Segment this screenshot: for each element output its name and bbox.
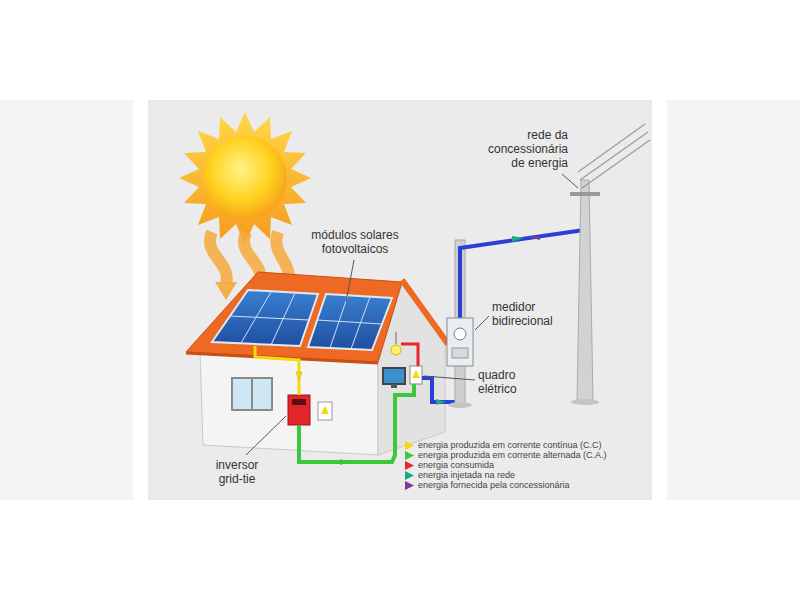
flow-marker bbox=[528, 236, 540, 240]
window-frame bbox=[251, 378, 253, 410]
legend-triangle bbox=[405, 451, 414, 460]
legend-row: energia injetada na rede bbox=[405, 470, 515, 480]
flow-marker bbox=[340, 459, 350, 465]
legend-text: energia injetada na rede bbox=[418, 470, 515, 480]
roof-trim bbox=[402, 280, 448, 344]
legend-row: energia consumida bbox=[405, 460, 494, 470]
callout-label: módulos solares fotovoltaicos bbox=[300, 228, 410, 256]
legend-swatch bbox=[405, 461, 414, 470]
inverter bbox=[288, 395, 310, 425]
monitor-stand bbox=[391, 384, 397, 388]
side-strip bbox=[0, 100, 133, 500]
window bbox=[232, 378, 272, 410]
meter-dial bbox=[454, 328, 466, 340]
panel-ground bbox=[148, 100, 652, 500]
callout-label: rede da concessionária de energia bbox=[478, 128, 568, 170]
legend-row: energia produzida em corrente alternada … bbox=[405, 450, 607, 460]
leader-lines bbox=[246, 174, 578, 455]
legend-swatch bbox=[405, 451, 414, 460]
inverter-display bbox=[292, 399, 306, 405]
legend-swatch bbox=[405, 441, 414, 450]
lamp-cord bbox=[396, 332, 397, 344]
warning-sign bbox=[321, 406, 329, 414]
side-strip bbox=[667, 100, 800, 500]
electrical-panel bbox=[410, 366, 422, 384]
callout-label: medidor bidirecional bbox=[492, 300, 574, 328]
roof bbox=[186, 272, 402, 362]
flow-marker bbox=[296, 372, 302, 380]
legend-text: energia produzida em corrente contínua (… bbox=[418, 440, 602, 450]
legend-triangle bbox=[405, 481, 414, 490]
panel-grid bbox=[230, 292, 382, 349]
meter-box bbox=[447, 318, 473, 366]
legend-row: energia fornecida pela concessionária bbox=[405, 480, 570, 490]
legend-swatch bbox=[405, 481, 414, 490]
pole-crossbar bbox=[570, 192, 600, 196]
monitor bbox=[383, 368, 405, 384]
grid-wire bbox=[422, 366, 460, 402]
lamp bbox=[391, 345, 401, 355]
legend-triangle bbox=[405, 461, 414, 470]
legend-swatch bbox=[405, 471, 414, 480]
legend-triangle bbox=[405, 441, 414, 450]
meter-panel bbox=[452, 348, 468, 358]
dc-wire bbox=[255, 346, 299, 395]
callout-label: quadro elétrico bbox=[478, 368, 540, 396]
flow-marker bbox=[512, 236, 524, 242]
sun bbox=[203, 136, 287, 220]
warning-sign bbox=[412, 370, 420, 378]
legend-text: energia fornecida pela concessionária bbox=[418, 480, 570, 490]
power-lines bbox=[578, 124, 650, 188]
pole-base bbox=[448, 402, 472, 408]
solar-panel bbox=[308, 294, 392, 350]
legend-row: energia produzida em corrente contínua (… bbox=[405, 440, 602, 450]
sun-rays bbox=[179, 112, 311, 244]
callout-label: inversor grid-tie bbox=[205, 458, 269, 486]
legend-text: energia produzida em corrente alternada … bbox=[418, 450, 607, 460]
utility-pole bbox=[577, 180, 593, 402]
pole-base bbox=[571, 399, 599, 405]
ac-wire bbox=[299, 384, 414, 462]
flow-marker bbox=[436, 399, 446, 405]
legend-triangle bbox=[405, 471, 414, 480]
legend-text: energia consumida bbox=[418, 460, 494, 470]
solar-panel bbox=[212, 290, 318, 346]
consumption-wire bbox=[401, 344, 418, 366]
switch-box bbox=[318, 402, 332, 420]
house-wall bbox=[200, 352, 378, 455]
